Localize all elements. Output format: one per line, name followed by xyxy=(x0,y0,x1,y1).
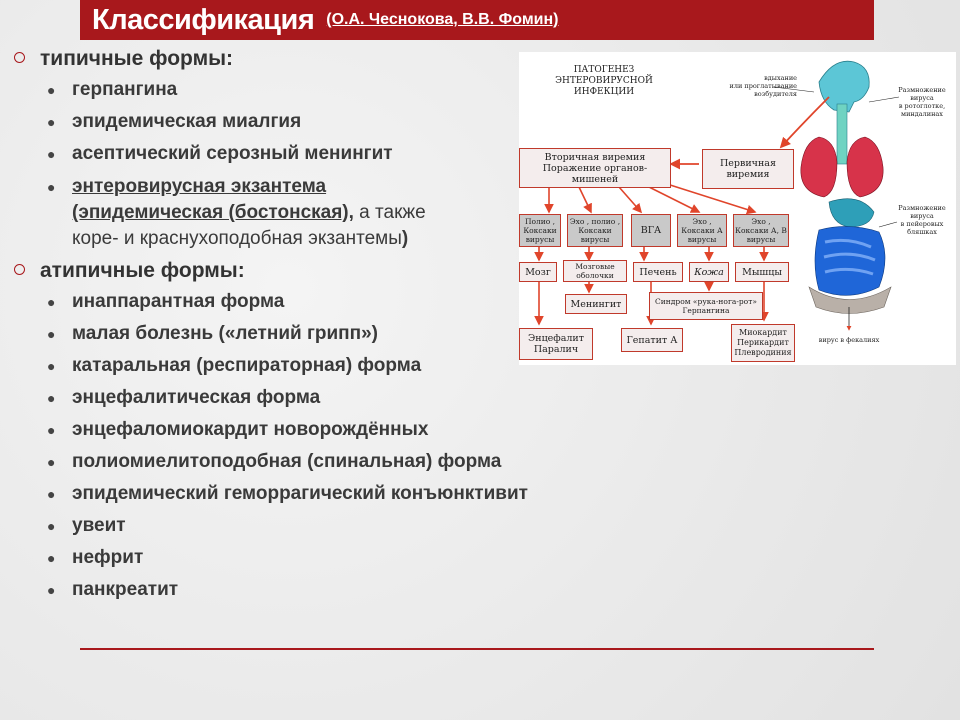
bullet-icon: ● xyxy=(47,582,56,598)
box-encephalitis: Энцефалит Паралич xyxy=(519,328,593,360)
list-item-exanthema: ● энтеровирусная экзантема (эпидемическа… xyxy=(47,176,426,249)
bullet-icon: ● xyxy=(47,294,56,310)
pointer-line xyxy=(868,96,900,103)
box-myocarditis: Миокардит Перикардит Плевродиния xyxy=(731,324,795,362)
box-organ-liver: Печень xyxy=(633,262,683,282)
bullet-icon: ● xyxy=(47,422,56,438)
box-hepatitis: Гепатит А xyxy=(621,328,683,352)
box-primary-viremia: Первичная виремия xyxy=(702,149,794,189)
list-item: ●инаппарантная форма xyxy=(14,286,614,318)
arrow xyxy=(648,186,701,213)
box-hfm-syndrome: Синдром «рука-нога-рот» Герпангина xyxy=(649,292,763,320)
pointer-line xyxy=(878,221,898,228)
diagram-graphics xyxy=(534,60,900,331)
box-virus-echo-polio-coxsackie: Эхо , полио , Коксаки вирусы xyxy=(567,214,623,247)
bullet-icon: ● xyxy=(47,146,56,162)
box-virus-polio-coxsackie: Полио , Коксаки вирусы xyxy=(519,214,561,247)
atypical-forms-heading: атипичные формы: xyxy=(14,256,614,286)
box-virus-echo-coxsackie-a: Эхо , Коксаки А вирусы xyxy=(677,214,727,247)
circle-bullet-icon xyxy=(14,52,25,63)
arrow xyxy=(578,186,592,214)
list-item: ●полиомиелитоподобная (спинальная) форма xyxy=(14,446,614,478)
bullet-icon: ● xyxy=(47,454,56,470)
note-oropharynx: Размножение вируса в ротоглотке, миндали… xyxy=(898,86,946,118)
slide-title: Классификация xyxy=(92,3,315,36)
bullet-icon: ● xyxy=(47,486,56,502)
list-item: ●эпидемический геморрагический конъюнкти… xyxy=(14,478,614,510)
classification-list: типичные формы: ●герпангина ●эпидемическ… xyxy=(14,44,614,606)
bullet-icon: ● xyxy=(47,550,56,566)
box-virus-echo-coxsackie-ab: Эхо , Коксаки А, В вирусы xyxy=(733,214,789,247)
box-secondary-viremia: Вторичная виремия Поражение органов-мише… xyxy=(519,148,671,188)
list-item: ●эпидемическая миалгия xyxy=(14,106,614,138)
bullet-icon: ● xyxy=(47,179,56,195)
list-item: ●катаральная (респираторная) форма xyxy=(14,350,614,382)
bullet-icon: ● xyxy=(47,326,56,342)
box-organ-muscles: Мышцы xyxy=(735,262,789,282)
list-item: ●асептический серозный менингит xyxy=(14,138,614,170)
box-meningitis: Менингит xyxy=(565,294,627,314)
box-organ-brain: Мозг xyxy=(519,262,557,282)
pathogenesis-diagram: ПАТОГЕНЕЗ ЭНТЕРОВИРУСНОЙ ИНФЕКЦИИ вдыхан… xyxy=(519,52,956,365)
note-inhale: вдыхание или проглатывание возбудителя xyxy=(729,74,798,98)
list-item: ●увеит xyxy=(14,510,614,542)
note-peyer: Размножение вируса в пейеровых бляшках xyxy=(898,204,946,236)
bullet-icon: ● xyxy=(47,82,56,98)
pointer-line xyxy=(773,86,815,93)
list-item: ●герпангина xyxy=(14,74,614,106)
arrow xyxy=(618,186,643,214)
arrow xyxy=(779,96,830,149)
typical-forms-heading: типичные формы: xyxy=(14,44,614,74)
list-item: ●энцефаломиокардит новорождённых xyxy=(14,414,614,446)
list-item: ●нефрит xyxy=(14,542,614,574)
note-feces: вирус в фекалиях xyxy=(818,336,880,344)
box-virus-hav: ВГА xyxy=(631,214,671,247)
diagram-title: ПАТОГЕНЕЗ ЭНТЕРОВИРУСНОЙ ИНФЕКЦИИ xyxy=(555,65,653,97)
bullet-icon: ● xyxy=(47,390,56,406)
title-bar: Классификация (О.А. Чеснокова, В.В. Фоми… xyxy=(80,0,874,40)
body-illustration xyxy=(800,60,892,314)
circle-bullet-icon xyxy=(14,264,25,275)
bullet-icon: ● xyxy=(47,358,56,374)
bullet-icon: ● xyxy=(47,518,56,534)
arrow xyxy=(666,183,757,215)
list-item: ●малая болезнь («летний грипп») xyxy=(14,318,614,350)
slide-subtitle: (О.А. Чеснокова, В.В. Фомин) xyxy=(326,11,559,28)
box-organ-skin: Кожа xyxy=(689,262,729,282)
list-item: ●энцефалитическая форма xyxy=(14,382,614,414)
list-item: ●панкреатит xyxy=(14,574,614,606)
bottom-divider xyxy=(80,648,874,650)
box-organ-meninges: Мозговые оболочки xyxy=(563,260,627,282)
bullet-icon: ● xyxy=(47,114,56,130)
